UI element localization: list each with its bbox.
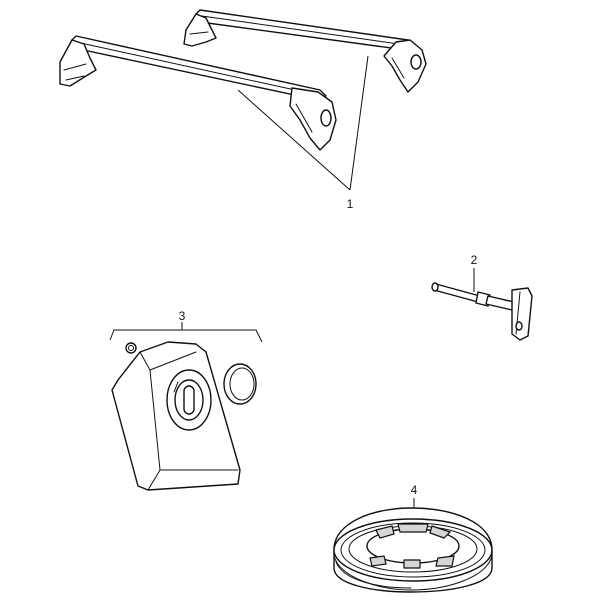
bracket-3 [109,329,263,343]
lock-cover [111,341,241,491]
callout-4: 4 [411,483,418,497]
lock-cover-group: 3 [109,309,263,491]
key-handle [511,287,533,341]
leader-1b [349,55,369,191]
roof-bar-front [59,35,337,151]
roof-bars-group: 1 [59,9,427,211]
roof-bar-rear [183,9,427,93]
key-group: 2 [431,253,533,341]
key-shaft [433,283,481,303]
callout-3: 3 [179,309,186,323]
small-screw [125,342,137,354]
callout-1: 1 [347,197,354,211]
leader-1a [237,89,351,191]
callout-2: 2 [471,253,478,267]
lock-cap [223,363,257,405]
ring-seal-group: 4 [333,483,493,593]
